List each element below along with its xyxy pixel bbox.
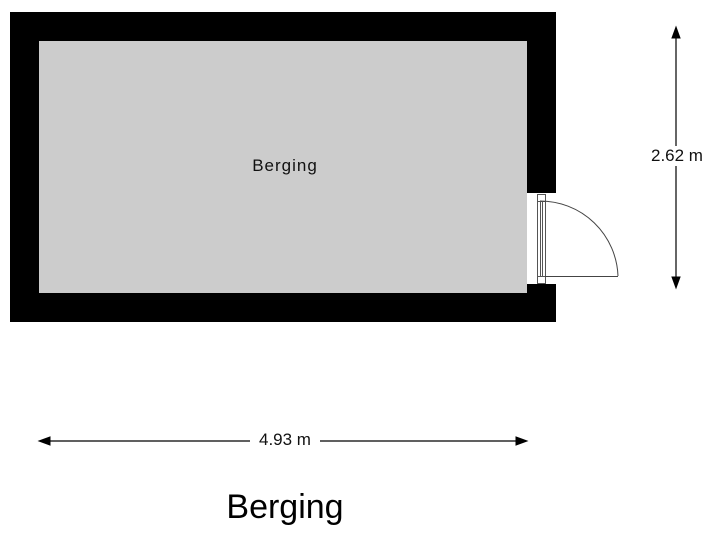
room-label: Berging (252, 156, 318, 175)
room-floor (39, 41, 527, 293)
door (537, 194, 619, 284)
height-dimension-label: 2.62 m (642, 146, 712, 166)
floorplan-title: Berging (226, 488, 344, 526)
width-dimension-label: 4.93 m (250, 430, 320, 450)
door-swing-arc (539, 200, 619, 277)
